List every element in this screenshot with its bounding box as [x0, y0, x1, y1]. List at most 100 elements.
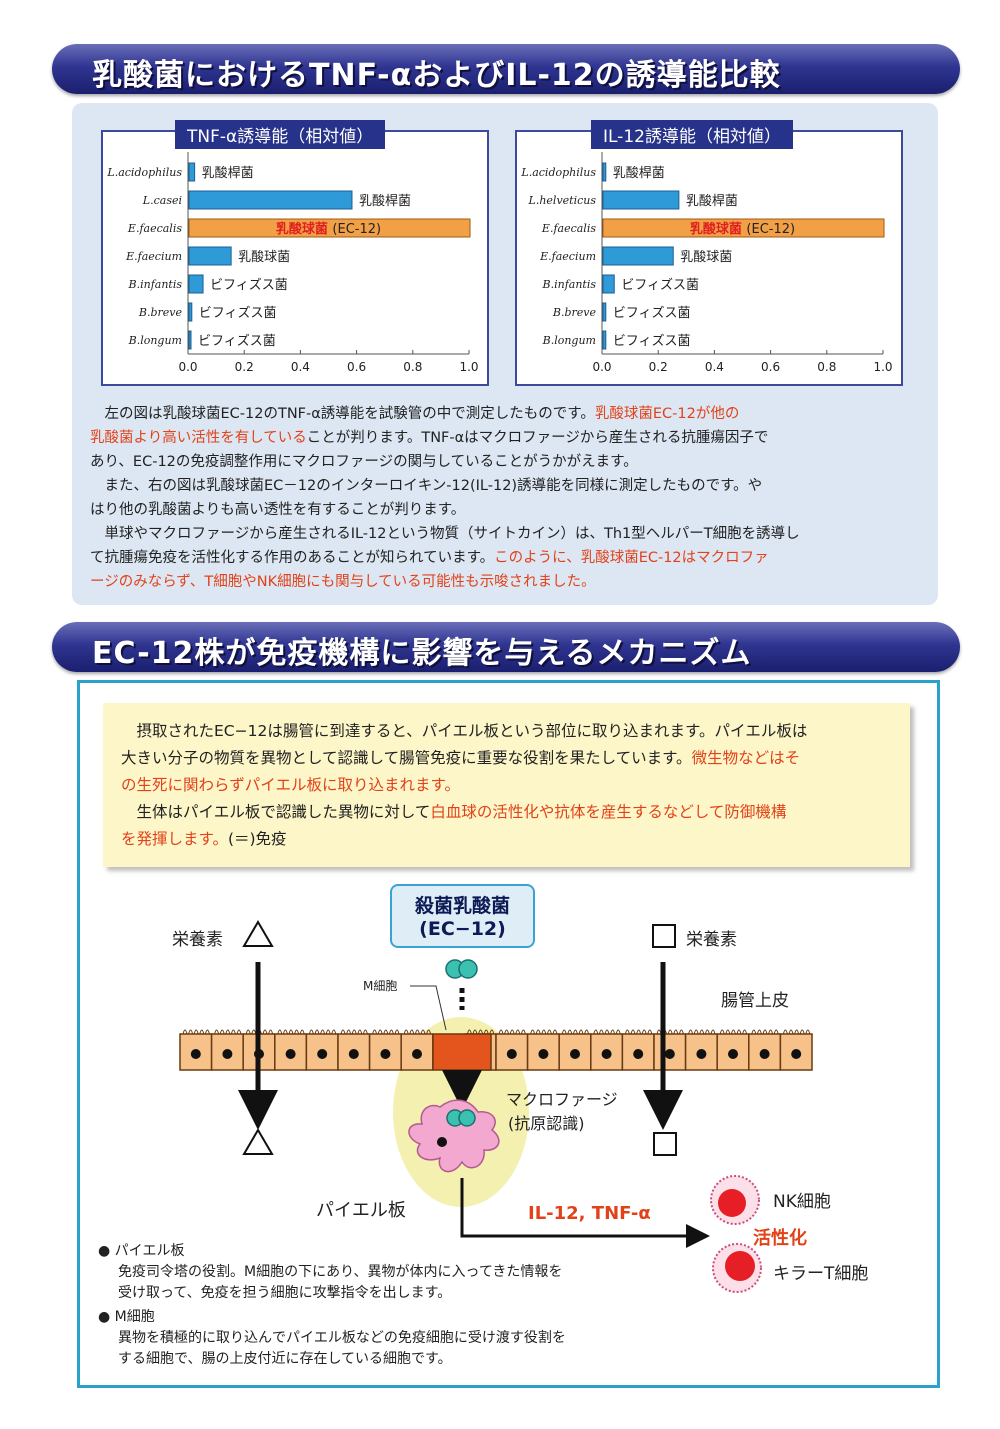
x-tick-label: 0.6 — [761, 360, 780, 374]
microvilli — [262, 1029, 268, 1035]
microvilli — [403, 1029, 409, 1035]
text1-line7: て抗腫瘍免疫を活性化する作用のあることが知られています。このように、乳酸球菌EC… — [90, 550, 769, 566]
microvilli — [604, 1029, 610, 1035]
microvilli — [426, 1029, 432, 1035]
microvilli — [593, 1029, 599, 1035]
microvilli — [719, 1029, 725, 1035]
category-label: B.infantis — [542, 278, 597, 291]
category-label: E.faecalis — [541, 222, 596, 235]
microvilli — [357, 1029, 363, 1035]
mechanism-panel — [77, 680, 940, 1388]
microvilli — [530, 1029, 536, 1035]
bar-label: 乳酸球菌 — [680, 250, 732, 265]
triangle-nutrient-icon — [242, 1128, 274, 1155]
macrophage-icon — [408, 1099, 500, 1173]
microvilli — [624, 1029, 630, 1035]
bar-label: ビフィズス菌 — [613, 305, 691, 321]
x-tick-label: 1.0 — [873, 360, 892, 374]
bar-label: ビフィズス菌 — [199, 305, 277, 321]
macrophage-sub-label: (抗原認識) — [508, 1114, 585, 1133]
killer-t-cell-nucleus — [725, 1251, 755, 1281]
category-label: L.casei — [142, 194, 182, 207]
note-title: パイエル板 — [114, 1243, 185, 1259]
text1-line3: あり、EC-12の免疫調整作用にマクロファージの関与していることがうかがえます。 — [90, 454, 638, 470]
microvilli — [498, 1029, 504, 1035]
x-tick-label: 0.4 — [705, 360, 724, 374]
microvilli — [699, 1029, 705, 1035]
cytokine-label: IL-12, TNF-α — [528, 1203, 651, 1224]
bar — [602, 246, 674, 266]
bar-label: ビフィズス菌 — [613, 333, 691, 349]
bar-label: 乳酸桿菌 — [686, 194, 738, 209]
x-tick-label: 0.2 — [649, 360, 668, 374]
bar-label: 乳酸桿菌 — [359, 194, 411, 209]
microvilli — [251, 1029, 257, 1035]
microvilli — [320, 1029, 326, 1035]
microvilli — [214, 1029, 220, 1035]
microvilli — [483, 1029, 489, 1035]
square-nutrient-icon — [653, 1132, 677, 1156]
bullet-icon: ● — [98, 1243, 111, 1259]
microvilli — [230, 1029, 236, 1035]
bacteria-icon — [458, 1109, 476, 1127]
m-cell — [432, 1033, 492, 1071]
category-label: E.faecalis — [127, 222, 182, 235]
cell-nucleus — [317, 1049, 328, 1059]
microvilli — [325, 1029, 331, 1035]
bar-label: 乳酸球菌 (EC-12) — [690, 221, 795, 237]
microvilli — [515, 1029, 521, 1035]
text1-line5: はり他の乳酸菌よりも高い透性を有することが判ります。 — [90, 502, 466, 518]
x-tick-label: 0.2 — [235, 360, 254, 374]
m-cell-label: M細胞 — [363, 979, 398, 993]
bar — [602, 302, 607, 322]
x-tick-label: 0.6 — [347, 360, 366, 374]
microvilli — [331, 1029, 337, 1035]
killer-t-cell-label: キラーT細胞 — [773, 1264, 869, 1284]
microvilli — [736, 1029, 742, 1035]
bar — [188, 162, 196, 182]
microvilli — [420, 1029, 426, 1035]
category-label: E.faecium — [539, 250, 596, 263]
section2-title: EC-12株が免疫機構に影響を与えるメカニズム — [92, 636, 752, 671]
microvilli — [782, 1029, 788, 1035]
microvilli — [299, 1029, 305, 1035]
text2-line5: を発揮します。(＝)免疫 — [121, 830, 287, 848]
microvilli — [489, 1029, 495, 1035]
epithelial-cell — [495, 1033, 529, 1071]
microvilli — [294, 1029, 300, 1035]
category-label: B.longum — [542, 334, 596, 347]
note-peyer: ● パイエル板 免疫司令塔の役割。M細胞の下にあり、異物が体内に入ってきた情報を… — [98, 1243, 563, 1301]
microvilli — [788, 1029, 794, 1035]
mechanism-note-box — [103, 703, 910, 867]
microvilli — [546, 1029, 552, 1035]
microvilli — [346, 1029, 352, 1035]
bar-label: ビフィズス菌 — [198, 333, 276, 349]
cell-nucleus — [759, 1049, 770, 1059]
microvilli — [762, 1029, 768, 1035]
microvilli — [647, 1029, 653, 1035]
microvilli — [383, 1029, 389, 1035]
microvilli — [756, 1029, 762, 1035]
microvilli — [673, 1029, 679, 1035]
cell-nucleus — [222, 1049, 233, 1059]
microvilli — [561, 1029, 567, 1035]
microvilli — [541, 1029, 547, 1035]
bacteria-box: 殺菌乳酸菌 (EC−12) — [390, 884, 535, 948]
activation-label: 活性化 — [753, 1228, 807, 1249]
bacteria-box-line1: 殺菌乳酸菌 — [414, 895, 510, 917]
section2-banner: EC-12株が免疫機構に影響を与えるメカニズム — [52, 622, 960, 672]
microvilli — [773, 1029, 779, 1035]
microvilli — [504, 1029, 510, 1035]
bar — [188, 274, 204, 294]
microvilli — [225, 1029, 231, 1035]
text1-line4: また、右の図は乳酸球菌EC－12のインターロイキン-12(IL-12)誘導能を同… — [90, 478, 763, 494]
microvilli — [678, 1029, 684, 1035]
microvilli — [805, 1029, 811, 1035]
x-tick-label: 0.0 — [592, 360, 611, 374]
bar — [602, 218, 885, 238]
microvilli — [236, 1029, 242, 1035]
category-label: L.acidophilus — [520, 166, 596, 179]
microvilli — [578, 1029, 584, 1035]
